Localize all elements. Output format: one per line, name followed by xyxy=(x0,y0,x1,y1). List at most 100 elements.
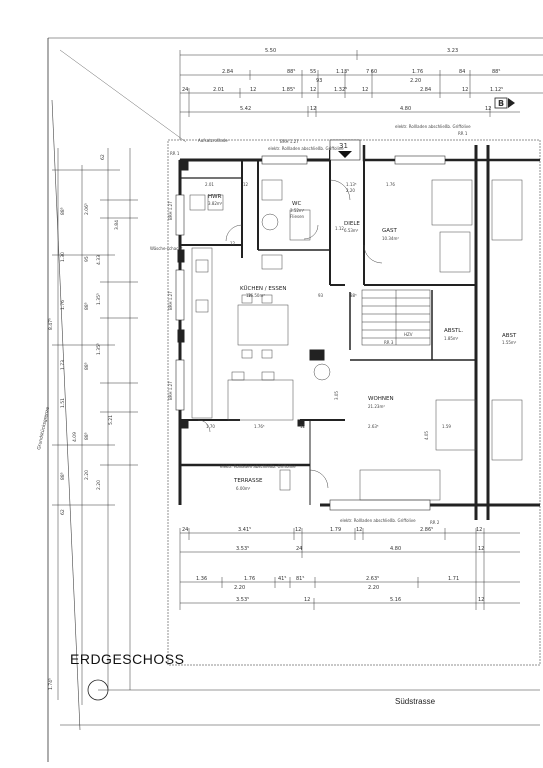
dim-in-15: 93 xyxy=(318,293,324,298)
note-rollladen-bottom: elektr. Rollladen abschließb. Griffolive xyxy=(340,518,416,523)
dim-left-in2-4: 2.20 xyxy=(96,480,102,490)
left-dimensions xyxy=(52,148,138,705)
dim-bot-3d: 81⁵ xyxy=(296,576,304,582)
dim-left-in-4: 1.30 xyxy=(60,252,66,262)
room-gast-name: GAST xyxy=(382,228,398,234)
windows-left xyxy=(175,194,185,411)
dim-left-in2-1: 4.33 xyxy=(96,255,102,265)
note-hzv: HZV xyxy=(404,332,413,337)
note-rr-top-right: RR 1 xyxy=(458,131,468,136)
dim-top-2a: 2.84 xyxy=(222,69,233,75)
dim-in-16: 12 xyxy=(230,241,236,246)
dim-in-13: 4.05 xyxy=(424,431,429,440)
dim-left-in2-3: 1.35⁵ xyxy=(96,343,102,355)
dim-top-3d: 1.85⁵ xyxy=(282,87,295,93)
dim-bot-1b: 3.41⁵ xyxy=(238,527,251,533)
dim-bot-4a: 3.53⁵ xyxy=(236,597,249,603)
room-abstl-name: ABSTL. xyxy=(444,328,463,334)
dim-bot-3c: 41⁵ xyxy=(278,576,286,582)
room-wc-name: WC xyxy=(292,201,301,207)
dim-top-2j: 2.20 xyxy=(410,78,421,84)
note-rr-stair: RR 3 xyxy=(384,340,394,345)
room-hwr-name: HWR xyxy=(208,194,222,200)
dim-top-3c: 12 xyxy=(250,87,256,93)
dim-left-in-6: 1.76 xyxy=(60,300,66,310)
dim-in-7: 1.70 xyxy=(206,424,215,429)
dim-top-1b: 3.23 xyxy=(447,48,458,54)
dim-bot-2c: 4.80 xyxy=(390,546,401,552)
note-aussen-top: elektr. Rollladen abschließb. Griffolive xyxy=(395,124,471,129)
dim-bot-3e: 2.63⁵ xyxy=(366,576,379,582)
dim-left-in-3: 88⁵ xyxy=(60,207,66,215)
dim-left-in-14: 62 xyxy=(60,509,66,515)
dim-top-2c: 55 xyxy=(310,69,316,75)
dim-bot-2b: 24 xyxy=(296,546,302,552)
dim-top-3h: 2.84 xyxy=(420,87,431,93)
section-marker-box xyxy=(494,97,508,109)
room-diele-area: 6.53m² xyxy=(344,228,359,233)
dim-in-1: 2.01 xyxy=(205,182,214,187)
dim-top-2b: 88⁵ xyxy=(287,69,295,75)
windows-top xyxy=(261,155,446,165)
furniture xyxy=(189,179,523,501)
dim-top-2e: 7 60 xyxy=(366,69,377,75)
entrance-number: 31 xyxy=(339,142,348,150)
room-diele-name: DIELE xyxy=(344,221,360,227)
dim-top-2f: 1.76 xyxy=(412,69,423,75)
room-wc-extra: Fliesen xyxy=(290,214,305,219)
dim-bot-3g: 2.20 xyxy=(234,585,245,591)
dim-top-3e: 12 xyxy=(310,87,316,93)
dim-left-in-12: 2.20 xyxy=(84,470,90,480)
note-aufsatz: Aufsatzrolllade xyxy=(198,138,228,143)
dim-bot-2a: 3.53⁵ xyxy=(236,546,249,552)
room-hwr-area: 3.82m² xyxy=(208,201,223,206)
dim-bot-1e: 12 xyxy=(356,527,362,533)
section-marker-label: B xyxy=(498,99,504,108)
dim-left-outer-3: 5.21 xyxy=(108,415,114,425)
dim-top-3a: 24 xyxy=(182,87,188,93)
dim-bot-1d: 1.79 xyxy=(330,527,341,533)
dim-in-5: 1.12 xyxy=(335,226,344,231)
dim-in-17: 12 xyxy=(246,293,252,298)
dim-top-4c: 4.80 xyxy=(400,106,411,112)
dim-bot-4d: 12 xyxy=(478,597,484,603)
note-rr-left: RR 1 xyxy=(170,151,180,156)
dim-left-in2-2: 1.35⁵ xyxy=(96,293,102,305)
top-dimensions xyxy=(179,50,543,140)
room-terrasse-name: TERRASSE xyxy=(233,478,263,484)
dim-in-6: 2.20 xyxy=(346,188,355,193)
dim-top-3g: 12 xyxy=(362,87,368,93)
note-rr-bottom: RR 2 xyxy=(430,520,440,525)
dim-left-in-1: 62 xyxy=(100,154,106,160)
dim-in-12: 3.05 xyxy=(334,391,339,400)
dim-top-2h: 88⁵ xyxy=(492,69,500,75)
street-name: Südstrasse xyxy=(395,697,436,706)
dim-bot-3h: 2.20 xyxy=(368,585,379,591)
dim-in-3: 1.13⁵ xyxy=(346,182,357,187)
staircase xyxy=(361,289,431,346)
dim-left-in-9: 88⁵ xyxy=(84,362,90,370)
room-gast-area: 10.34m² xyxy=(382,236,399,241)
dim-left-outer-5: 1.74⁵ xyxy=(48,678,54,690)
dim-bot-4b: 12 xyxy=(304,597,310,603)
dim-in-14: 88⁵ xyxy=(350,293,357,298)
dim-left-in-2: 2.06⁵ xyxy=(84,203,90,215)
dim-top-2d: 1.13⁵ xyxy=(336,69,349,75)
dim-bot-1c: 12 xyxy=(295,527,301,533)
property-boundary-line xyxy=(51,99,81,731)
room-wc-area: 3.52m² xyxy=(290,208,305,213)
dim-top-3i: 12 xyxy=(462,87,468,93)
dim-in-11: 1.59 xyxy=(442,424,451,429)
room-abstl-area: 1.85m² xyxy=(444,336,459,341)
note-rollladen-wc: elektr. Rollladen abschließb. Griffolive xyxy=(268,146,344,151)
dim-left-in-5: 95 xyxy=(84,256,90,262)
dim-top-4a: 5.42 xyxy=(240,106,251,112)
dim-bot-1g: 12 xyxy=(476,527,482,533)
note-waesche: Wäsche-schacht xyxy=(150,246,183,251)
dim-in-10: 2.63⁵ xyxy=(368,424,379,429)
dim-top-2i: 93 xyxy=(316,78,322,84)
dim-bot-3b: 1.76 xyxy=(244,576,255,582)
note-brh-left1: BRH 1.27 xyxy=(168,201,173,220)
dim-bot-2d: 12 xyxy=(478,546,484,552)
